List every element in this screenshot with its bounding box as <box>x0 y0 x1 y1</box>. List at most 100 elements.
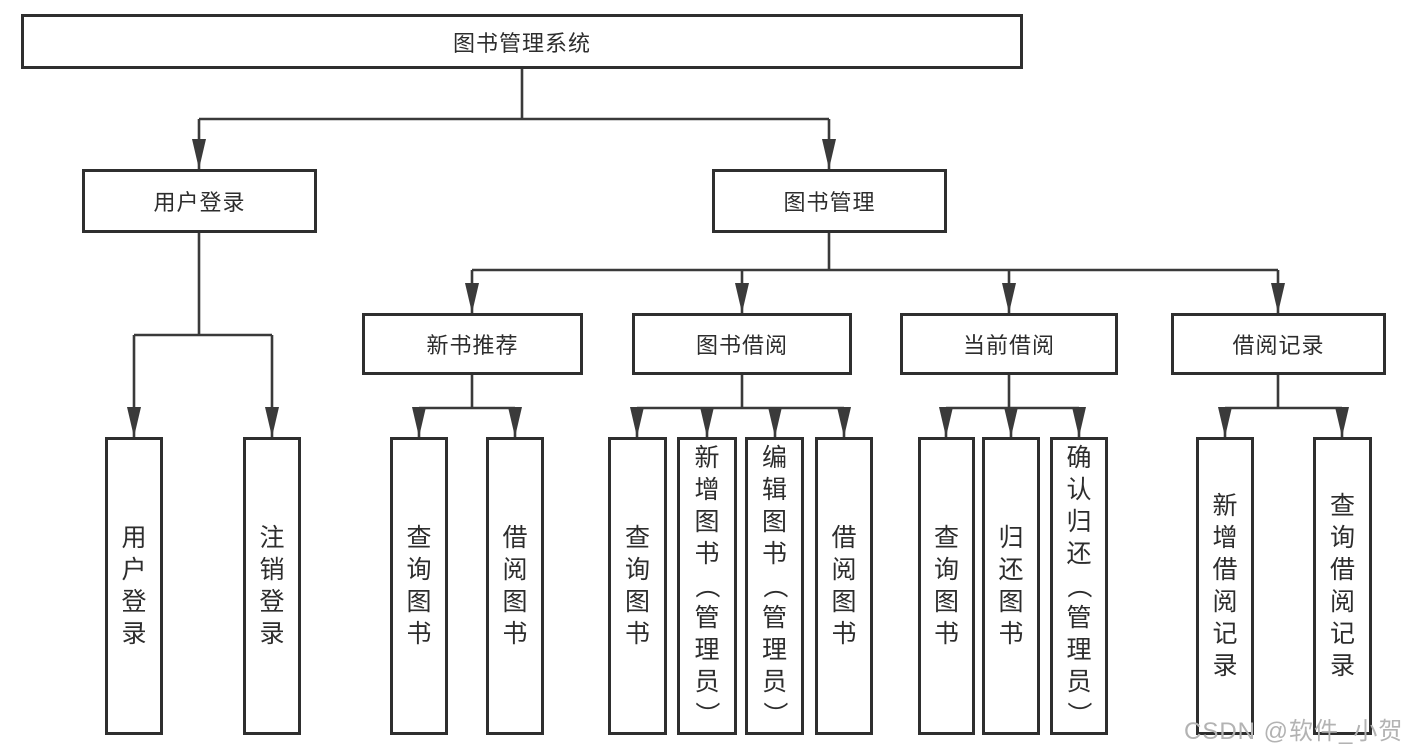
vertical-label-char: 理 <box>1066 636 1092 664</box>
arrowhead-down-icon <box>265 407 279 437</box>
arrowhead-down-icon <box>192 139 206 169</box>
arrowhead-down-icon <box>412 407 426 437</box>
vertical-label-char: 查 <box>1329 492 1355 520</box>
vertical-label-char: 户 <box>121 556 147 584</box>
node-book-borrowing: 图书借阅 <box>632 313 852 375</box>
watermark-text: CSDN @软件_小贺同学 <box>1184 718 1405 745</box>
node-new-book-recommendation: 新书推荐 <box>362 313 583 375</box>
node-leaf-query-borrowing-record: 查询借阅记录 <box>1313 437 1372 735</box>
node-label-leaf-add-books-admin: 新增图书（管理员） <box>680 440 734 732</box>
arrowhead-down-icon <box>465 283 479 313</box>
vertical-label-char: 图 <box>694 508 720 536</box>
node-label-leaf-add-borrowing-record: 新增借阅记录 <box>1199 440 1251 732</box>
vertical-label-char: 销 <box>259 556 285 584</box>
vertical-label-char: 辑 <box>761 476 787 504</box>
vertical-label-char: 录 <box>259 620 285 648</box>
vertical-label-char: 书 <box>761 540 787 568</box>
vertical-label-char: 图 <box>502 588 528 616</box>
arrowhead-down-icon <box>1072 407 1086 437</box>
vertical-label-char: 查 <box>406 524 432 552</box>
node-leaf-user-login: 用户登录 <box>105 437 163 735</box>
vertical-label-char: 录 <box>121 620 147 648</box>
node-leaf-query-books-2: 查询图书 <box>608 437 667 735</box>
node-label-leaf-borrow-books-1: 借阅图书 <box>489 440 541 732</box>
node-leaf-logout: 注销登录 <box>243 437 301 735</box>
node-label-current-borrowing: 当前借阅 <box>962 333 1055 358</box>
node-leaf-query-books-3: 查询图书 <box>918 437 975 735</box>
vertical-label-char: 归 <box>1066 508 1092 536</box>
vertical-label-char: 阅 <box>1212 588 1238 616</box>
vertical-label-char: 询 <box>1329 524 1355 552</box>
arrowhead-down-icon <box>1271 283 1285 313</box>
vertical-label-char: 图 <box>761 508 787 536</box>
arrowhead-down-icon <box>837 407 851 437</box>
vertical-label-char: 员 <box>761 668 787 696</box>
vertical-label-char: 借 <box>1212 556 1238 584</box>
node-label-root: 图书管理系统 <box>452 30 591 56</box>
vertical-label-char: 新 <box>694 444 720 472</box>
vertical-label-char: 增 <box>694 476 720 504</box>
node-leaf-confirm-return-admin: 确认归还 （ 管理员 ） <box>1050 437 1108 735</box>
arrowhead-down-icon <box>1218 407 1232 437</box>
node-leaf-borrow-books-1: 借阅图书 <box>486 437 544 735</box>
arrowhead-down-icon <box>735 283 749 313</box>
node-leaf-add-borrowing-record: 新增借阅记录 <box>1196 437 1254 735</box>
vertical-label-char: 管 <box>694 604 720 632</box>
vertical-label-char: 询 <box>406 556 432 584</box>
vertical-label-char: 借 <box>502 524 528 552</box>
vertical-label-char: 员 <box>1066 668 1092 696</box>
node-current-borrowing: 当前借阅 <box>900 313 1118 375</box>
node-label-leaf-user-login: 用户登录 <box>108 440 160 732</box>
vertical-label-char: 录 <box>1212 652 1238 680</box>
vertical-label-char: 记 <box>1212 620 1238 648</box>
vertical-label-char: （ <box>760 573 789 599</box>
vertical-label-char: ） <box>760 701 789 727</box>
arrowhead-down-icon <box>630 407 644 437</box>
vertical-label-char: 借 <box>831 524 857 552</box>
arrowhead-down-icon <box>1335 407 1349 437</box>
node-label-leaf-logout: 注销登录 <box>246 440 298 732</box>
vertical-label-char: 理 <box>694 636 720 664</box>
vertical-label-char: 新 <box>1212 492 1238 520</box>
vertical-label-char: （ <box>1064 573 1093 599</box>
vertical-label-char: 员 <box>694 668 720 696</box>
vertical-label-char: 图 <box>831 588 857 616</box>
vertical-label-char: 用 <box>121 524 147 552</box>
vertical-label-char: 书 <box>933 620 959 648</box>
node-label-leaf-query-books-1: 查询图书 <box>393 440 445 732</box>
vertical-label-char: 确 <box>1066 444 1092 472</box>
vertical-label-char: 认 <box>1066 476 1092 504</box>
vertical-label-char: 阅 <box>831 556 857 584</box>
vertical-label-char: 编 <box>761 444 787 472</box>
vertical-label-char: 登 <box>259 588 285 616</box>
vertical-label-char: ） <box>692 701 721 727</box>
vertical-label-char: ） <box>1064 701 1093 727</box>
node-leaf-return-books: 归还图书 <box>982 437 1040 735</box>
node-label-new-book-recommendation: 新书推荐 <box>426 333 519 358</box>
vertical-label-char: 查 <box>933 524 959 552</box>
vertical-label-char: 书 <box>624 620 650 648</box>
arrowhead-down-icon <box>939 407 953 437</box>
vertical-label-char: 阅 <box>1329 588 1355 616</box>
vertical-label-char: 记 <box>1329 620 1355 648</box>
vertical-label-char: 理 <box>761 636 787 664</box>
arrowhead-down-icon <box>1002 283 1016 313</box>
vertical-label-char: 注 <box>259 524 285 552</box>
arrowhead-down-icon <box>700 407 714 437</box>
vertical-label-char: 书 <box>406 620 432 648</box>
vertical-label-char: 书 <box>998 620 1024 648</box>
node-label-book-management: 图书管理 <box>783 190 876 215</box>
node-label-leaf-confirm-return-admin: 确认归还 （ 管理员 ） <box>1053 440 1105 732</box>
vertical-label-char: （ <box>692 573 721 599</box>
node-label-leaf-query-books-3: 查询图书 <box>921 440 972 732</box>
vertical-label-char: 管 <box>1066 604 1092 632</box>
node-leaf-add-books-admin: 新增图书（管理员） <box>677 437 737 735</box>
vertical-label-char: 图 <box>933 588 959 616</box>
vertical-label-char: 询 <box>624 556 650 584</box>
vertical-label-char: 还 <box>1066 540 1092 568</box>
vertical-label-char: 归 <box>998 524 1024 552</box>
node-label-leaf-query-borrowing-record: 查询借阅记录 <box>1316 440 1369 732</box>
vertical-label-char: 书 <box>502 620 528 648</box>
node-label-leaf-query-books-2: 查询图书 <box>611 440 664 732</box>
